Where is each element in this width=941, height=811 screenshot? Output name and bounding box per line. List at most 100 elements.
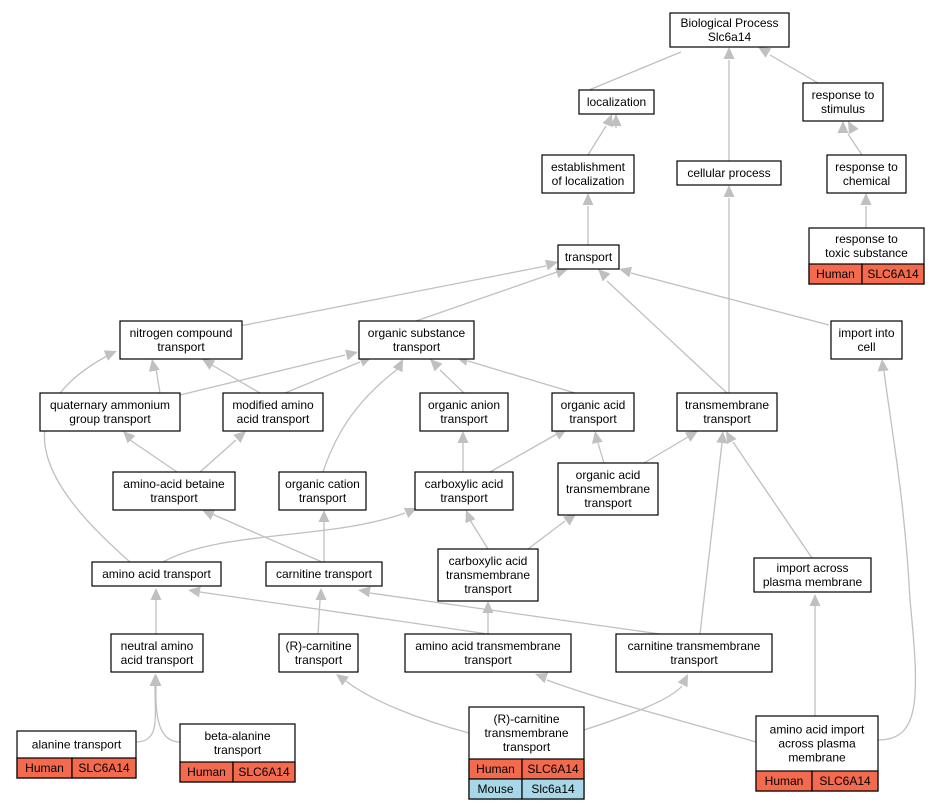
node-label-line: quaternary ammonium [50,398,170,412]
node-label-line: response to [812,88,875,102]
node-label-line: organic acid [576,468,641,482]
node-label-line: import into [838,326,894,340]
node-localization[interactable]: localization [578,89,655,115]
node-label-line: membrane [788,751,846,765]
node-label-line: amino acid import [770,723,865,737]
edge-line [284,361,361,394]
edge-line [587,125,607,156]
node-label-line: transport [157,340,205,354]
edge-arrowhead [202,359,216,370]
node-label-line: beta-alanine [204,729,270,743]
node-label-line: transport [150,491,198,505]
edge-line [211,513,323,563]
edge-line [643,436,689,464]
node-box [669,12,790,48]
node-amino-acid[interactable]: amino acid transport [91,561,222,587]
edge-arrowhead [318,510,330,522]
node-box [551,392,635,432]
node-label-line: (R)-carnitine [493,712,559,726]
node-label-line: nitrogen compound [130,326,233,340]
node-label-line: transport [584,496,632,510]
node-cellular-process[interactable]: cellular process [676,160,782,186]
edge-arrowhead [358,586,371,598]
node-label-line: group transport [69,412,151,426]
node-box [802,82,884,122]
edge-arrowhead [202,509,216,520]
node-box [358,320,475,360]
node-label-line: organic acid [561,398,626,412]
edge-line [155,685,181,743]
edge-arrowhead [315,588,327,600]
node-box [278,633,359,673]
node-label-line: transport [440,491,488,505]
node-box [404,633,572,673]
gene-cell [811,770,879,792]
node-label-line: transport [464,582,512,596]
node-box [119,320,243,360]
edge-line [469,519,489,550]
node-label-line: cellular process [687,166,770,180]
edge-line [546,679,757,743]
node-label-line: carnitine transport [276,567,373,581]
edge-arrowhead [148,359,160,372]
edge-arrowhead [598,269,611,282]
edge-arrowhead [848,121,859,135]
edge-line [439,369,465,394]
node-label-line: alanine transport [32,738,122,752]
edge-arrowhead [123,431,136,444]
edge-arrowhead [457,431,469,443]
gene-label: Slc6a14 [531,782,575,796]
edge-arrowhead [563,514,576,526]
node-label-line: modified amino [232,398,314,412]
node-box [91,561,222,587]
node-label-line: Biological Process [680,16,778,30]
node-label-line: carboxylic acid [425,477,504,491]
node-box [265,561,383,587]
gene-cell [861,263,925,285]
node-label-line: across plasma [778,737,856,751]
edge-arrowhead [723,47,735,59]
edge-line [199,591,489,635]
node-transport[interactable]: transport [557,244,620,270]
node-label-line: transport [299,491,347,505]
gene-label: SLC6A14 [78,761,130,775]
edge-arrowhead [758,47,772,58]
node-label-line: transport [295,653,343,667]
node-box [615,633,773,673]
node-box [557,462,659,516]
edge-line [43,355,131,563]
node-label-line: response to [835,160,898,174]
node-carnitine[interactable]: carnitine transport [265,561,383,587]
node-label-line: toxic substance [825,246,908,260]
gene-cell [71,757,137,779]
edge-arrowhead [602,114,613,128]
node-r-carnitine-tm[interactable]: (R)-carnitinetransmembranetransportHuman… [468,706,585,800]
